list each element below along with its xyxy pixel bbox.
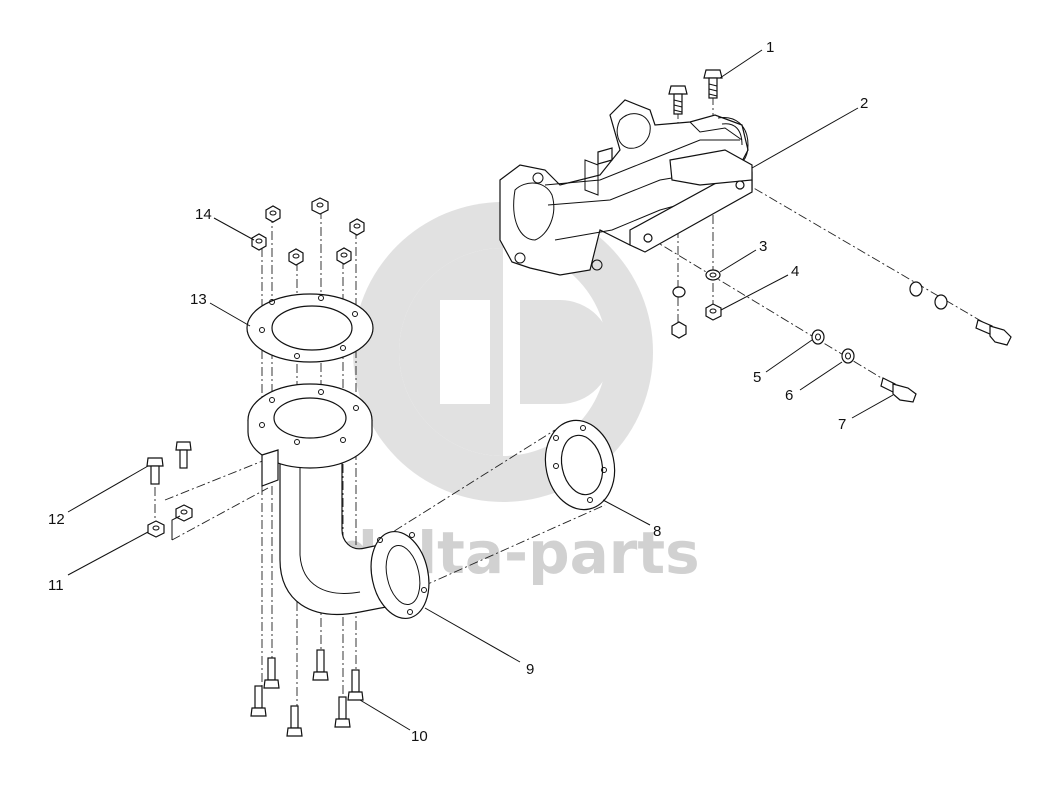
callout-14: 14 (195, 206, 212, 223)
leader-10 (359, 699, 411, 731)
nut-14c (311, 197, 329, 215)
elbow-pipe (247, 383, 430, 620)
nut-14b (265, 205, 281, 223)
washer-pair-right (909, 281, 948, 310)
leader-lines (67, 49, 894, 731)
bolt-1 (703, 69, 723, 99)
callout-10: 10 (411, 728, 428, 745)
washer-6 (841, 348, 855, 364)
nut-14a (251, 233, 267, 251)
callout-13: 13 (190, 291, 207, 308)
callout-2: 2 (860, 95, 868, 112)
bolt-10b (312, 649, 329, 681)
callout-12: 12 (48, 511, 65, 528)
leader-4 (720, 274, 789, 311)
callout-1: 1 (766, 39, 774, 56)
callout-4: 4 (791, 263, 799, 280)
gd-monogram-logo (353, 202, 653, 502)
nut-11a (147, 520, 165, 538)
nuts-14 (251, 197, 365, 266)
nut-4 (705, 303, 722, 321)
washer-left (671, 286, 687, 339)
callout-5: 5 (753, 369, 761, 386)
bolt-10e (286, 705, 303, 737)
nut-14f (336, 247, 352, 265)
callout-7: 7 (838, 416, 846, 433)
bolt-10a (263, 657, 280, 689)
bolt-7 (880, 377, 917, 403)
callout-labels: 1 2 3 4 5 6 7 8 9 10 11 12 13 14 (48, 39, 868, 745)
leader-12 (67, 465, 149, 513)
leader-7 (851, 394, 894, 419)
gasket-8 (544, 419, 616, 511)
leader-3 (719, 249, 757, 273)
leader-11 (67, 531, 149, 576)
leader-2 (751, 107, 859, 169)
bolt-upper-left (668, 85, 688, 115)
washer-5 (811, 329, 825, 345)
bolts-10 (250, 649, 364, 737)
leader-6 (799, 361, 843, 391)
leader-13 (209, 302, 251, 327)
leader-5 (765, 339, 813, 373)
bolt-right (975, 319, 1012, 346)
callout-8: 8 (653, 523, 661, 540)
bolt-12a (146, 457, 164, 485)
manifold-casting (499, 99, 753, 276)
callout-6: 6 (785, 387, 793, 404)
bolt-10f (334, 696, 351, 728)
nut-14e (288, 248, 304, 266)
callout-11: 11 (48, 577, 64, 594)
nut-11b (175, 504, 193, 522)
callout-9: 9 (526, 661, 534, 678)
bolt-12b (175, 441, 192, 469)
nuts-11 (147, 504, 193, 540)
gasket-13 (246, 293, 374, 363)
bolts-12 (146, 441, 192, 485)
bolt-10c (347, 669, 364, 701)
leader-1 (719, 49, 763, 79)
leader-8 (602, 499, 651, 526)
washer-3 (705, 269, 721, 281)
leader-9 (424, 607, 521, 663)
callout-3: 3 (759, 238, 767, 255)
leader-14 (213, 217, 255, 241)
nut-14d (349, 218, 365, 236)
bolt-10d (250, 685, 267, 717)
